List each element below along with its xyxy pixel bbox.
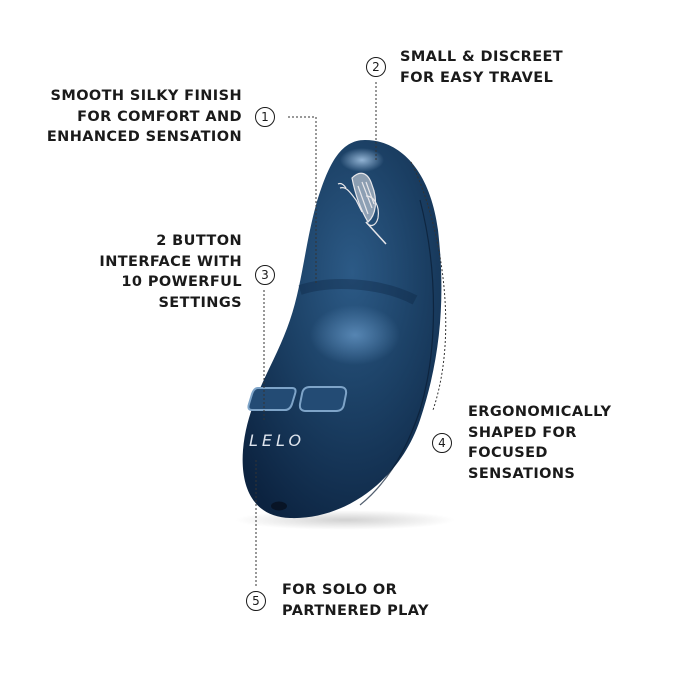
ground-shadow [235,510,455,530]
callout-1-number-badge: 1 [255,107,275,127]
callout-1-text: SMOOTH SILKY FINISH FOR COMFORT AND ENHA… [40,86,242,148]
charge-port [271,501,287,511]
callout-2-line-1: SMALL & DISCREET [400,49,564,65]
callout-4-text: ERGONOMICALLY SHAPED FOR FOCUSED SENSATI… [468,402,611,484]
callout-4-line-4: SENSATIONS [468,465,576,482]
callout-1-line-2: FOR COMFORT AND [77,108,242,125]
callout-4-line-1: ERGONOMICALLY [468,404,612,420]
callout-1-line-1: SMOOTH SILKY FINISH [50,88,242,104]
minus-button [247,387,297,411]
callout-3-line-2: INTERFACE WITH [99,253,242,270]
callout-1-line-3: ENHANCED SENSATION [46,129,242,145]
callout-5-text: FOR SOLO OR PARTNERED PLAY [282,580,429,621]
callout-5-line-1: FOR SOLO OR [282,582,398,598]
callout-4-number-badge: 4 [432,433,452,453]
plus-button [298,386,348,412]
callout-3-line-1: 2 BUTTON [156,233,242,249]
callout-3-number-badge: 3 [255,265,275,285]
control-buttons [247,386,348,412]
butterfly-icon [337,172,387,245]
tip-highlight [340,148,384,172]
callout-4-line-2: SHAPED FOR [468,424,577,441]
callout-4-line-3: FOCUSED [468,445,548,461]
mid-highlight [310,305,400,365]
callout-5-line-2: PARTNERED PLAY [282,602,429,619]
callout-2-line-2: FOR EASY TRAVEL [400,69,554,86]
body-seam [359,199,435,506]
callout-3-text: 2 BUTTON INTERFACE WITH 10 POWERFUL SETT… [80,231,242,313]
callout-3-line-4: SETTINGS [158,294,242,311]
callout-3-line-3: 10 POWERFUL [121,274,242,290]
callout-5-number-badge: 5 [246,591,266,611]
callout-2-number-badge: 2 [366,57,386,77]
callout-2-text: SMALL & DISCREET FOR EASY TRAVEL [400,47,563,88]
leader-line-1 [288,116,317,285]
leader-line-4 [410,161,447,411]
brand-logo: LELO [249,431,305,450]
waist-shadow [298,279,418,305]
